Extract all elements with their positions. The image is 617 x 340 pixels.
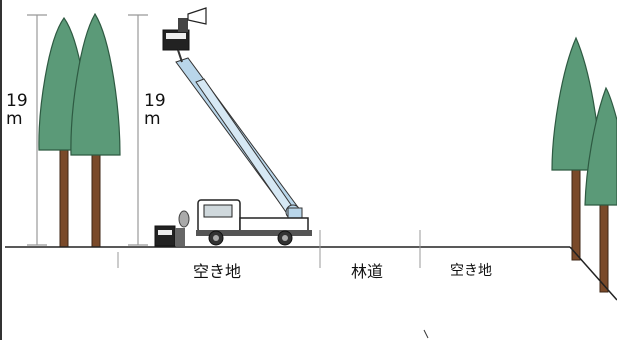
ground-equipment: [154, 210, 190, 247]
tree-height-label: 19 m: [6, 92, 28, 128]
truck: [196, 199, 312, 246]
lift-height-measure: [128, 14, 148, 246]
tree-height-unit: m: [6, 109, 23, 129]
zone-label-right-open-land: 空き地: [450, 263, 492, 279]
tree-height-value: 19: [6, 91, 28, 111]
lift-height-unit: m: [144, 109, 161, 129]
megaphone-icon: [187, 7, 207, 25]
lift-height-value: 19: [144, 91, 166, 111]
left-tree-2: [70, 12, 121, 248]
ground: [5, 230, 617, 301]
right-tree-2: [584, 86, 617, 293]
stray-mark: [423, 329, 429, 339]
tree-height-measure: [27, 14, 47, 246]
lift-height-label: 19 m: [144, 92, 166, 128]
right-tree-1: [551, 36, 601, 261]
zone-label-forest-road: 林道: [351, 262, 384, 281]
lift-bucket: [162, 7, 207, 63]
zone-label-left-open-land: 空き地: [193, 262, 242, 281]
